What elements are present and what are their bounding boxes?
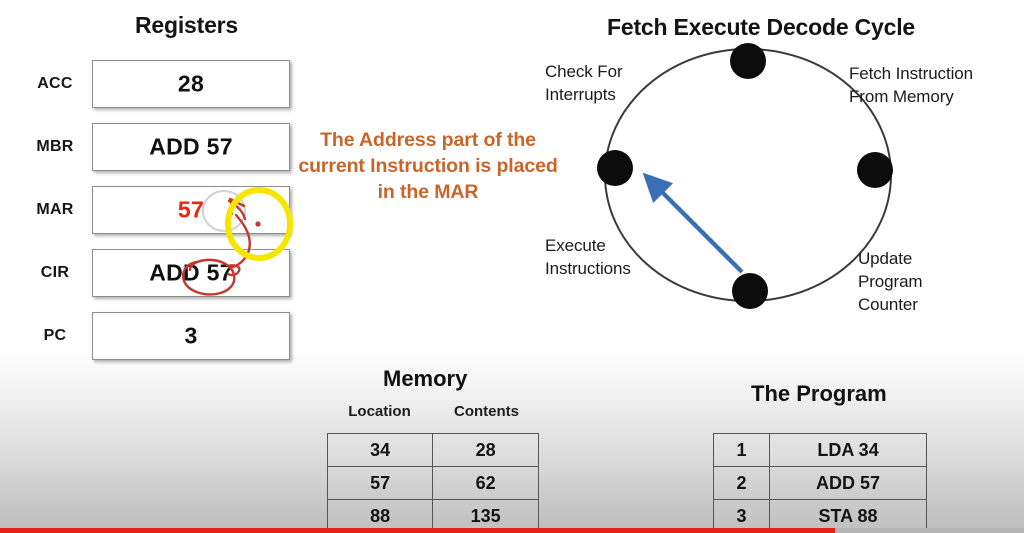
program-title: The Program: [751, 381, 887, 406]
register-value-mbr: ADD 57: [149, 133, 233, 160]
video-progress-bar[interactable]: [0, 528, 1024, 533]
program-table: 1 LDA 34 2 ADD 57 3 STA 88: [712, 433, 927, 533]
register-row-mar: MAR 57: [24, 186, 292, 234]
register-value-cir: ADD 57: [149, 259, 233, 286]
cycle-stage-label-update-program-counter: Update Program Counter: [858, 249, 923, 314]
register-row-acc: ACC 28: [24, 60, 292, 108]
table-row: 88 135: [326, 499, 539, 533]
register-label-pc: PC: [43, 327, 67, 344]
register-label-cir: CIR: [40, 264, 70, 281]
table-row: 34 28: [326, 433, 539, 467]
cycle-node-top: [730, 43, 766, 79]
memory-table: 34 28 57 62 88 135: [326, 433, 539, 533]
registers-title: Registers: [135, 12, 239, 38]
memory-cell-location: 57: [326, 466, 434, 500]
register-label-acc: ACC: [37, 75, 73, 92]
table-row: 57 62: [326, 466, 539, 500]
cycle-node-bottom: [732, 273, 768, 309]
program-cell-instruction: ADD 57: [769, 466, 927, 500]
program-cell-instruction: LDA 34: [769, 433, 927, 467]
register-box-acc: 28: [92, 60, 290, 108]
video-progress-fill: [0, 528, 835, 533]
memory-column-header-contents: Contents: [454, 403, 519, 420]
table-row: 3 STA 88: [712, 499, 927, 533]
cycle-stage-label-fetch-instruction: Fetch Instruction From Memory: [849, 64, 973, 106]
memory-column-headers: Location Contents: [326, 403, 540, 420]
register-box-mar: 57: [92, 186, 290, 234]
program-cell-index: 1: [712, 433, 771, 467]
memory-title: Memory: [383, 366, 468, 391]
cycle-progress-arrow: [642, 172, 744, 274]
register-row-pc: PC 3: [24, 312, 292, 360]
annotation-text: The Address part of the current Instruct…: [298, 129, 558, 203]
memory-column-header-location: Location: [348, 403, 411, 420]
fetch-execute-cycle-diagram: [597, 43, 893, 309]
register-row-mbr: MBR ADD 57: [24, 123, 292, 171]
register-value-pc: 3: [184, 322, 198, 349]
cycle-stage-label-check-for-interrupts: Check For Interrupts: [545, 62, 623, 104]
program-cell-instruction: STA 88: [769, 499, 927, 533]
program-cell-index: 3: [712, 499, 771, 533]
memory-cell-contents: 135: [432, 499, 539, 533]
memory-cell-location: 34: [326, 433, 434, 467]
register-value-mar: 57: [177, 196, 205, 223]
table-row: 2 ADD 57: [712, 466, 927, 500]
register-label-mbr: MBR: [36, 138, 74, 155]
memory-cell-contents: 28: [432, 433, 539, 467]
register-box-mbr: ADD 57: [92, 123, 290, 171]
register-label-mar: MAR: [36, 201, 74, 218]
register-box-pc: 3: [92, 312, 290, 360]
cycle-title: Fetch Execute Decode Cycle: [607, 14, 915, 40]
cycle-stage-label-execute-instructions: Execute Instructions: [545, 236, 631, 278]
register-value-acc: 28: [177, 70, 205, 97]
register-row-cir: CIR ADD 57: [24, 249, 292, 297]
memory-cell-contents: 62: [432, 466, 539, 500]
program-cell-index: 2: [712, 466, 771, 500]
table-row: 1 LDA 34: [712, 433, 927, 467]
register-box-cir: ADD 57: [92, 249, 290, 297]
cycle-node-left: [597, 150, 633, 186]
cycle-node-right: [857, 152, 893, 188]
